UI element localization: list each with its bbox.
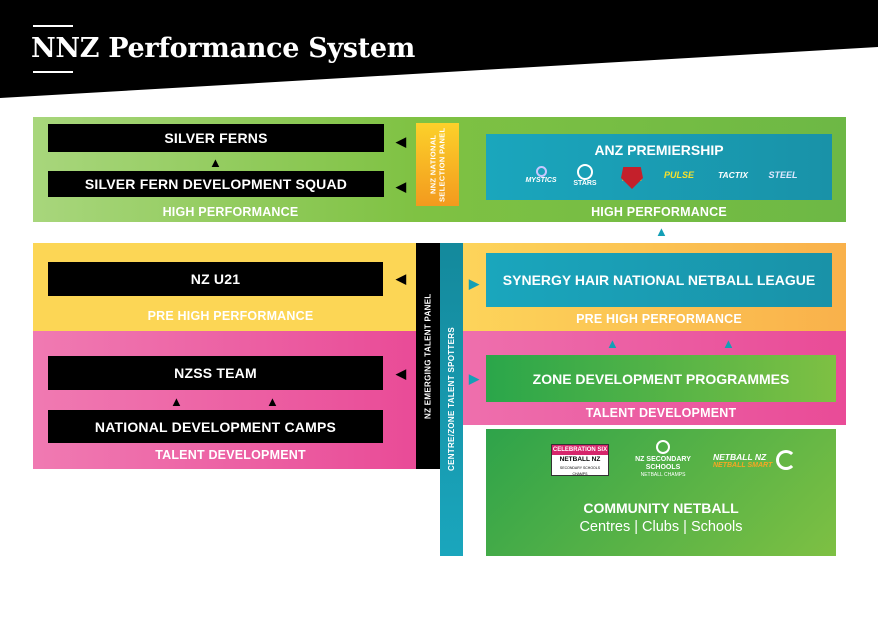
netball-ball-icon (656, 440, 670, 454)
magic-icon (621, 167, 643, 189)
nzss-team-box: NZSS TEAM (48, 356, 383, 390)
header-band (0, 0, 878, 98)
pulse-logo: PULSE (660, 163, 698, 187)
champs-label: NETBALL NZ (559, 456, 601, 463)
pre-high-performance-label-left: PRE HIGH PERFORMANCE (147, 309, 314, 323)
high-performance-label-right: HIGH PERFORMANCE (591, 205, 727, 219)
arrow-left-icon: ◀ (396, 366, 406, 381)
steel-label: STEEL (768, 170, 798, 180)
silver-ferns-box: SILVER FERNS (48, 124, 384, 152)
development-squad-box: SILVER FERN DEVELOPMENT SQUAD (48, 171, 384, 197)
tactix-label: TACTIX (717, 170, 749, 180)
page-title: NNZ Performance System (31, 33, 416, 64)
talent-spotters-panel: CENTRE/ZONE TALENT SPOTTERS (440, 243, 463, 556)
arrow-up-icon: ▲ (209, 155, 222, 170)
netball-smart-sub: NETBALL SMART (713, 461, 773, 469)
talent-development-label-left: TALENT DEVELOPMENT (155, 448, 306, 462)
pre-high-performance-label-right: PRE HIGH PERFORMANCE (576, 312, 742, 326)
league-box: SYNERGY HAIR NATIONAL NETBALL LEAGUE (486, 253, 832, 307)
secondary-sub-label: NETBALL CHAMPS (640, 472, 686, 478)
magic-logo: MAGIC (615, 160, 649, 190)
celebration-six-logo: CELEBRATION SIX NETBALL NZ SECONDARY SCH… (551, 444, 609, 476)
high-performance-label-left: HIGH PERFORMANCE (162, 205, 299, 219)
arrow-right-icon: ▶ (469, 371, 479, 386)
nz-u21-box: NZ U21 (48, 262, 383, 296)
pulse-label: PULSE (663, 170, 694, 180)
community-title: COMMUNITY NETBALL (583, 500, 739, 516)
arrow-up-icon: ▲ (655, 224, 668, 239)
header-rule-bottom (33, 71, 73, 73)
secondary-schools-label: NZ SECONDARY SCHOOLS (635, 456, 691, 471)
community-subtitle: Centres | Clubs | Schools (579, 519, 743, 535)
zone-programmes-box: ZONE DEVELOPMENT PROGRAMMES (486, 355, 836, 402)
champs-sub-label: SECONDARY SCHOOLS CHAMPS (559, 466, 601, 476)
steel-logo: STEEL (765, 163, 801, 187)
talent-development-label-right: TALENT DEVELOPMENT (585, 406, 737, 420)
mystics-logo: MYSTICS (523, 161, 559, 189)
netball-smart-brand: NETBALL NZ (713, 451, 767, 462)
mystics-icon (535, 166, 547, 177)
stars-icon (577, 163, 593, 180)
stars-label: STARS (573, 179, 597, 187)
band-talent-left (33, 331, 416, 469)
premiership-title: ANZ PREMIERSHIP (594, 142, 724, 158)
secondary-schools-logo: NZ SECONDARY SCHOOLS NETBALL CHAMPS (628, 440, 698, 480)
premiership-box: ANZ PREMIERSHIP (486, 134, 832, 200)
mystics-label: MYSTICS (525, 177, 557, 184)
arrow-up-icon: ▲ (170, 394, 183, 409)
arrow-up-icon: ▲ (722, 336, 735, 351)
arrow-left-icon: ◀ (396, 179, 406, 194)
arrow-up-icon: ▲ (606, 336, 619, 351)
arrow-left-icon: ◀ (396, 271, 406, 286)
header-rule-top (33, 25, 73, 27)
celebration-six-label: CELEBRATION SIX (552, 445, 608, 455)
arrow-right-icon: ▶ (469, 276, 479, 291)
netball-swirl-icon (776, 450, 797, 470)
tactix-logo: TACTIX (708, 163, 758, 187)
stars-logo: STARS (568, 160, 602, 190)
selection-panel: NNZ NATIONAL SELECTION PANEL (416, 123, 459, 206)
arrow-left-icon: ◀ (396, 134, 406, 149)
emerging-talent-panel: NZ EMERGING TALENT PANEL (416, 243, 440, 469)
development-camps-box: NATIONAL DEVELOPMENT CAMPS (48, 410, 383, 443)
netball-smart-logo: NETBALL NZ NETBALL SMART (713, 444, 805, 476)
arrow-up-icon: ▲ (266, 394, 279, 409)
